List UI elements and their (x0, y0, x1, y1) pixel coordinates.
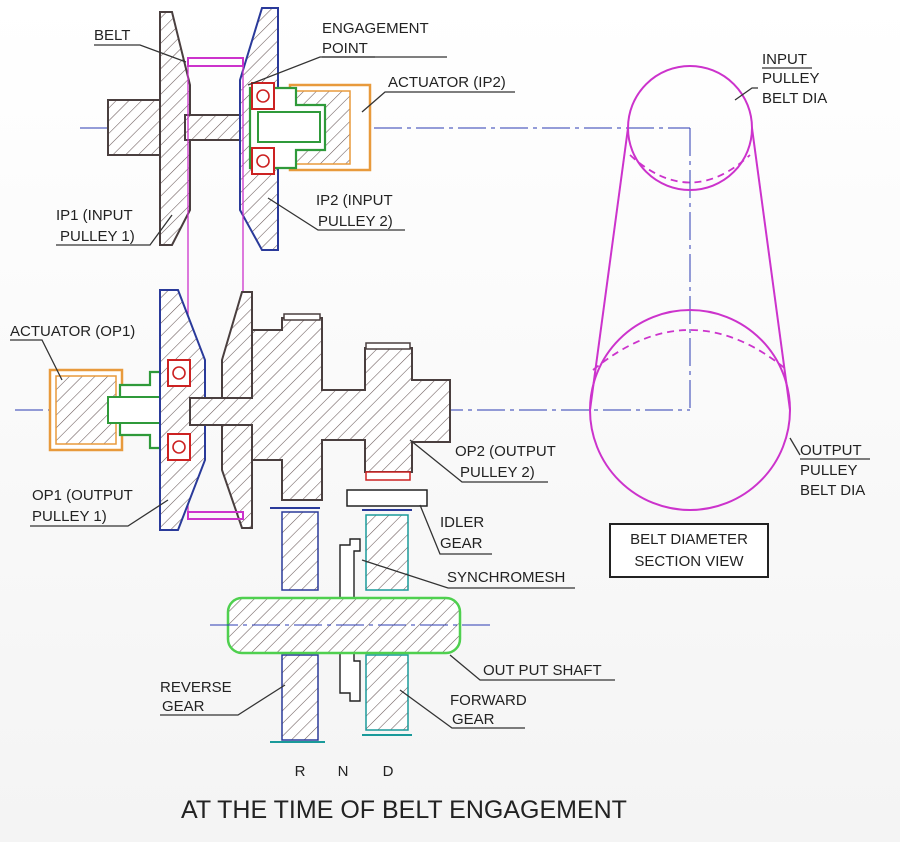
output-pulley-assembly (15, 289, 690, 531)
actuator-op1-leader (10, 339, 63, 381)
belt-tangent-right (751, 127, 791, 411)
reverse-gear-label-2: GEAR (162, 698, 205, 715)
reverse-gear-lower (281, 654, 319, 741)
idler-gear-label-2: GEAR (440, 535, 483, 552)
idler-gear-label: IDLER (440, 514, 484, 531)
actuator-ip2-rod (257, 111, 321, 143)
output-dia-leader (789, 437, 801, 456)
ip2-leader (267, 197, 405, 231)
op1-sheave (159, 289, 206, 531)
output-belt-dia-label-3: BELT DIA (800, 482, 865, 499)
actuator-op1-cylinder (55, 375, 117, 445)
ip2-label-2: PULLEY 2) (318, 213, 393, 230)
ip2-label: IP2 (INPUT (316, 192, 393, 209)
gear-train (210, 489, 490, 743)
forward-gear-upper (365, 514, 409, 591)
section-view-box (609, 523, 769, 578)
op2-label-2: PULLEY 2) (460, 464, 535, 481)
reverse-leader (160, 684, 286, 716)
synchromesh-label: SYNCHROMESH (447, 569, 565, 586)
output-shaft-body (189, 317, 451, 501)
op2-label: OP2 (OUTPUT (455, 443, 556, 460)
input-belt-dia-label-3: BELT DIA (762, 90, 827, 107)
forward-gear-lower (365, 654, 409, 731)
op1-leader (30, 499, 169, 527)
actuator-op1-rod (107, 396, 169, 424)
belt-tangent-left (589, 127, 629, 411)
forward-gear-label-2: GEAR (452, 711, 495, 728)
ip2-seal-bottom (251, 147, 275, 175)
idler-gear-body (346, 489, 428, 507)
output-belt-cross-section (187, 511, 244, 520)
position-n-label: N (338, 763, 349, 780)
op1-label: OP1 (OUTPUT (32, 487, 133, 504)
ip2-seal-top (251, 82, 275, 110)
leader-lines (10, 44, 801, 729)
op1-bearing-bottom (172, 440, 186, 454)
ip1-label-2: PULLEY 1) (60, 228, 135, 245)
forward-leader (399, 689, 525, 729)
synchromesh-leader (361, 559, 575, 589)
idler-leader (419, 504, 492, 555)
output-shaft-leader (449, 654, 615, 681)
input-belt-dia-label: INPUT (762, 51, 807, 68)
gear-teeth-top-2 (365, 342, 411, 350)
ip1-label: IP1 (INPUT (56, 207, 133, 224)
op1-seal-bottom (167, 433, 191, 461)
section-view-label-2: SECTION VIEW (634, 553, 744, 570)
gear-teeth-bottom-2 (365, 471, 411, 481)
belt-label: BELT (94, 27, 130, 44)
reverse-gear-label: REVERSE (160, 679, 232, 696)
output-belt-dia-label: OUTPUT (800, 442, 862, 459)
input-hidden-arc (629, 154, 751, 184)
actuator-ip2-leader (361, 91, 515, 113)
ip1-sheave (159, 11, 191, 246)
actuator-op1-label: ACTUATOR (OP1) (10, 323, 135, 340)
op1-label-2: PULLEY 1) (32, 508, 107, 525)
belt-leader (94, 44, 187, 63)
position-r-label: R (295, 763, 306, 780)
ip2-bearing-bottom (256, 154, 270, 168)
output-shaft-label: OUT PUT SHAFT (483, 662, 602, 679)
output-belt-dia-label-2: PULLEY (800, 462, 858, 479)
input-pulley-assembly (80, 7, 691, 410)
output-hidden-arc (592, 329, 788, 371)
input-dia-leader (734, 87, 758, 101)
label-underlines (322, 56, 870, 460)
actuator-ip2-label: ACTUATOR (IP2) (388, 74, 506, 91)
engagement-point-label-2: POINT (322, 40, 368, 57)
ip2-bearing-top (256, 89, 270, 103)
position-d-label: D (383, 763, 394, 780)
input-belt-dia-label-2: PULLEY (762, 70, 820, 87)
diagram-caption: AT THE TIME OF BELT ENGAGEMENT (181, 796, 627, 824)
engagement-point-label: ENGAGEMENT (322, 20, 429, 37)
op1-seal-top (167, 359, 191, 387)
op2-leader (409, 439, 548, 483)
reverse-gear-upper (281, 511, 319, 591)
belt-diameter-section-view (589, 65, 791, 578)
op1-bearing-top (172, 366, 186, 380)
labels: BELT ENGAGEMENT POINT ACTUATOR (IP2) IP1… (10, 20, 865, 824)
ip1-leader (56, 214, 173, 246)
forward-gear-label: FORWARD (450, 692, 527, 709)
section-view-label: BELT DIAMETER (630, 531, 748, 548)
gear-teeth-top-1 (283, 313, 321, 321)
